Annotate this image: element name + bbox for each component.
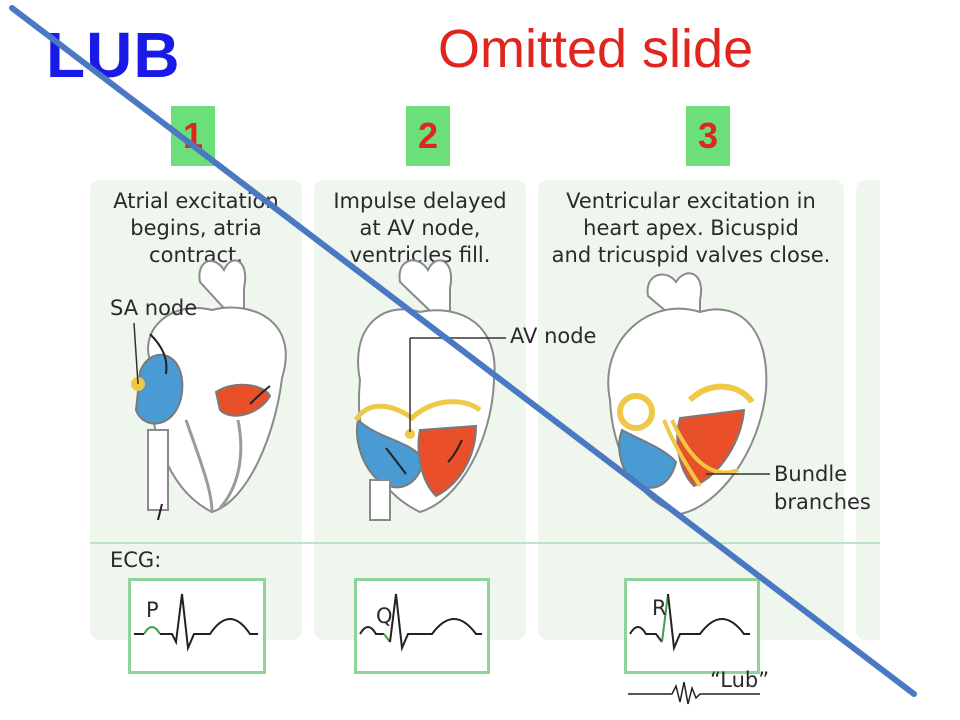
slide-title: LUB [46,19,181,91]
lub-sound-trace [628,681,760,705]
bundle-label-line: Bundle [774,462,848,486]
caption-line: and tricuspid valves close. [551,243,831,267]
ecg-box-1 [128,578,266,674]
ecg-trace-3 [629,593,750,652]
panel-3-caption: Ventricular excitation in heart apex. Bi… [538,188,844,269]
lub-sound-label: “Lub” [710,668,770,692]
ecg-box-2 [354,578,490,674]
sa-node-label: SA node [110,296,198,320]
caption-line: at AV node, [359,216,481,240]
caption-line: contract. [149,243,243,267]
ecg-trace-1 [134,593,258,652]
ecg-trace-2 [359,593,482,652]
bundle-label-line: branches [774,490,871,514]
caption-line: Impulse delayed [333,189,507,213]
caption-line: heart apex. Bicuspid [583,216,799,240]
badge-2: 2 [406,106,450,166]
strike-through-line [9,5,917,697]
panel-1-caption: Atrial excitation begins, atria contract… [94,188,298,269]
heart-3-diagram [607,272,770,516]
av-node-label: AV node [510,324,597,348]
panel-2-caption: Impulse delayed at AV node, ventricles f… [318,188,522,269]
heart-1-diagram [131,259,287,521]
badge-3: 3 [686,106,730,166]
heart-2-diagram [353,259,506,521]
panel-4-background [856,180,880,640]
caption-line: begins, atria [130,216,262,240]
ecg-p-label: P [146,598,159,622]
ecg-r-label: R [652,596,667,620]
ecg-q-label: Q [376,604,393,628]
slide-subtitle: Omitted slide [438,19,754,79]
ecg-label: ECG: [110,548,162,572]
caption-line: Ventricular excitation in [566,189,816,213]
bundle-branches-label: Bundle branches [774,460,871,516]
